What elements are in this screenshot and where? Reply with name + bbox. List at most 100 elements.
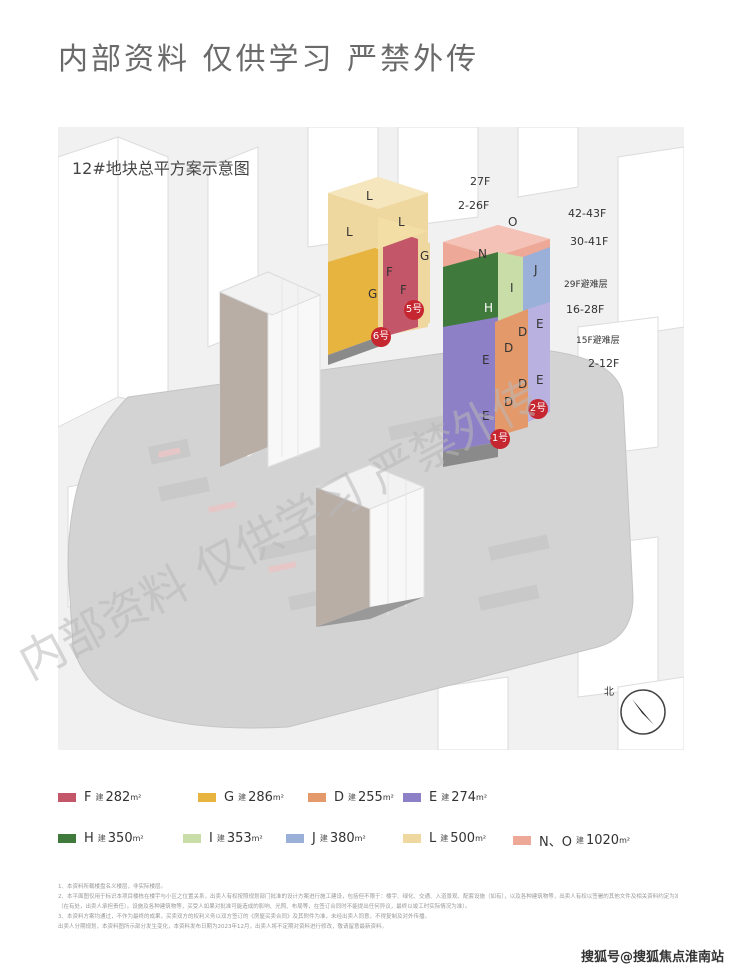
unit-letter-g: G [420,249,430,263]
legend-area: 282 [105,790,131,805]
floor-tag: 42-43F [568,207,607,220]
site-flowerbeds [158,447,297,573]
legend-letter: F [84,790,92,805]
legend-area: 380 [329,831,355,846]
unit-letter-e: E [536,317,544,331]
legend-letter: D [334,790,345,805]
legend-unit: m² [130,793,142,802]
legend-letter: L [429,831,437,846]
legend-letter: N、O [539,835,572,850]
legend-prefix: 建 [348,793,357,802]
legend-letter: J [312,831,316,846]
legend-prefix: 建 [238,793,247,802]
legend-letter: I [209,831,213,846]
legend-area: 274 [451,790,477,805]
note-line: 2、本平面图仅用于标识本项目楼栋在楼宇与小区之位置关系，出卖人有权按照规划部门批… [58,894,678,900]
floor-tag: 15F避难层 [576,336,620,346]
unit-letter-f: F [386,265,393,279]
floor-tag: 2-12F [588,357,620,370]
site-plan-drawing [58,127,684,750]
building-badge-2: 2号 [528,399,548,419]
note-line: 3、本资料方案均通过，不作为最终的成果，买卖双方的权利义务以双方签订的《房屋买卖… [58,914,431,920]
unit-letter-o: O [508,215,518,229]
unit-letter-n: N [478,247,487,261]
floor-tag: 16-28F [566,303,605,316]
page-title: 内部资料 仅供学习 严禁外传 [58,42,480,77]
white-tower-left [218,271,322,468]
building-1-2 [443,225,550,467]
legend-swatch [403,834,421,843]
building-badge-5: 5号 [404,300,424,320]
unit-letter-d: D [504,341,514,355]
legend-area: 286 [248,790,273,805]
disclaimer-notes: 1、本资料所载楼盘名义楼层，非实际楼层。 2、本平面图仅用于标识本项目楼栋在楼宇… [58,882,678,932]
unit-letter-d: D [518,377,528,391]
unit-letter-g: G [368,287,378,301]
legend-letter: H [84,831,94,846]
legend-unit: m² [354,834,366,843]
legend-swatch [403,793,421,802]
unit-letter-e: E [482,409,490,423]
plan-title: 12#地块总平方案示意图 [72,159,250,178]
legend-swatch [286,834,304,843]
legend-prefix: 建 [216,834,225,843]
unit-letter-e: E [482,353,490,367]
unit-letter-l: L [398,215,405,229]
unit-letter-h: H [484,301,494,315]
legend-area: 350 [107,831,133,846]
legend-area: 353 [226,831,252,846]
legend-unit: m² [476,793,488,802]
building-badge-1: 1号 [490,429,510,449]
legend-unit: m² [475,834,487,843]
building-badge-6: 6号 [371,327,391,347]
legend-prefix: 建 [95,793,104,802]
compass-icon [620,689,666,735]
floor-tag: 29F避难层 [564,280,608,290]
legend-prefix: 建 [441,793,450,802]
white-tower-bottom [314,464,426,627]
legend-area: 500 [450,831,476,846]
note-line: （在有处，出卖人承担责任）。设施及各种建筑物等，买受人如果对批准可能造成的影响、… [58,904,471,910]
unit-letter-d: D [518,325,528,339]
source-credit: 搜狐号@搜狐焦点淮南站 [580,950,724,965]
legend-prefix: 建 [97,834,106,843]
legend-prefix: 建 [575,836,584,845]
legend-unit: m² [251,834,263,843]
floor-tag: 30-41F [570,235,609,248]
legend-swatch [58,834,76,843]
legend-area: 255 [358,790,383,805]
floor-tag: 2-26F [458,199,490,212]
legend-prefix: 建 [440,834,449,843]
legend-unit: m² [132,834,144,843]
legend-letter: E [429,790,438,805]
legend-swatch [513,836,531,845]
unit-letter-j: J [534,263,538,277]
legend-unit: m² [272,793,284,802]
legend-swatch [58,793,76,802]
floor-tag: 27F [470,175,491,188]
unit-letter-l: L [366,189,373,203]
legend-swatch [308,793,326,802]
legend-letter: G [224,790,235,805]
unit-letter-e: E [536,373,544,387]
legend-swatch [183,834,201,843]
legend-prefix: 建 [319,834,328,843]
note-line: 出卖人分期规划，本资料图所示部分发生变化，本资料发布日期为2023年12月，出卖… [58,924,387,930]
legend-unit: m² [619,836,631,845]
note-line: 1、本资料所载楼盘名义楼层，非实际楼层。 [58,884,167,890]
legend-area: 1020 [585,833,620,848]
legend-swatch [198,793,216,802]
compass-label: 北 [604,687,614,698]
unit-letter-i: I [510,281,514,295]
unit-letter-l: L [346,225,353,239]
unit-letter-f: F [400,283,407,297]
